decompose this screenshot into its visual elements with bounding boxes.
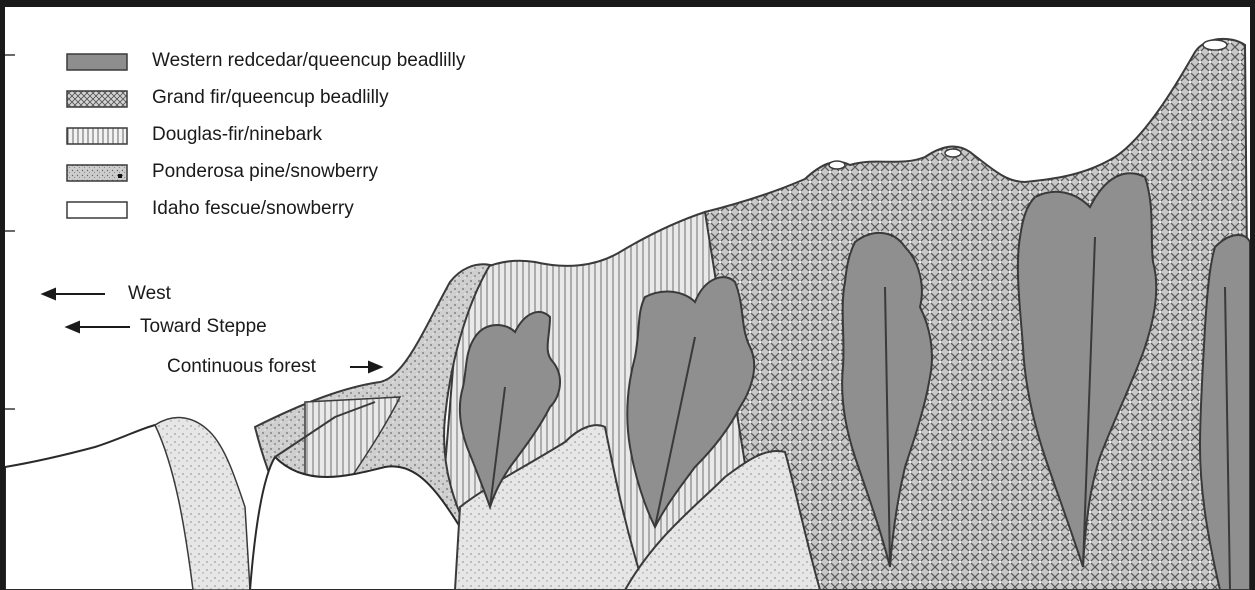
steppe-arrow-head	[67, 322, 79, 332]
legend-label-ponderosa: Ponderosa pine/snowberry	[152, 161, 378, 183]
west-label: West	[128, 283, 171, 305]
legend-label-redcedar: Western redcedar/queencup beadlilly	[152, 50, 465, 72]
douglas-fir-swatch	[66, 127, 128, 145]
ponderosa-swatch	[66, 164, 128, 182]
forest-arrow-head	[369, 362, 381, 372]
legend-label-douglas-fir: Douglas-fir/ninebark	[152, 124, 322, 146]
ridge-opening-3	[1203, 40, 1227, 50]
legend-label-fescue: Idaho fescue/snowberry	[152, 198, 354, 220]
fescue-swatch	[66, 201, 128, 219]
redcedar-swatch	[66, 53, 128, 71]
grand-fir-swatch	[66, 90, 128, 108]
legend-label-grand-fir: Grand fir/queencup beadlilly	[152, 87, 389, 109]
ridge-opening-2	[945, 149, 961, 157]
continuous-forest-label: Continuous forest	[167, 356, 316, 378]
ridge-opening-1	[829, 161, 845, 169]
west-arrow-head	[43, 289, 55, 299]
toward-steppe-label: Toward Steppe	[140, 316, 267, 338]
